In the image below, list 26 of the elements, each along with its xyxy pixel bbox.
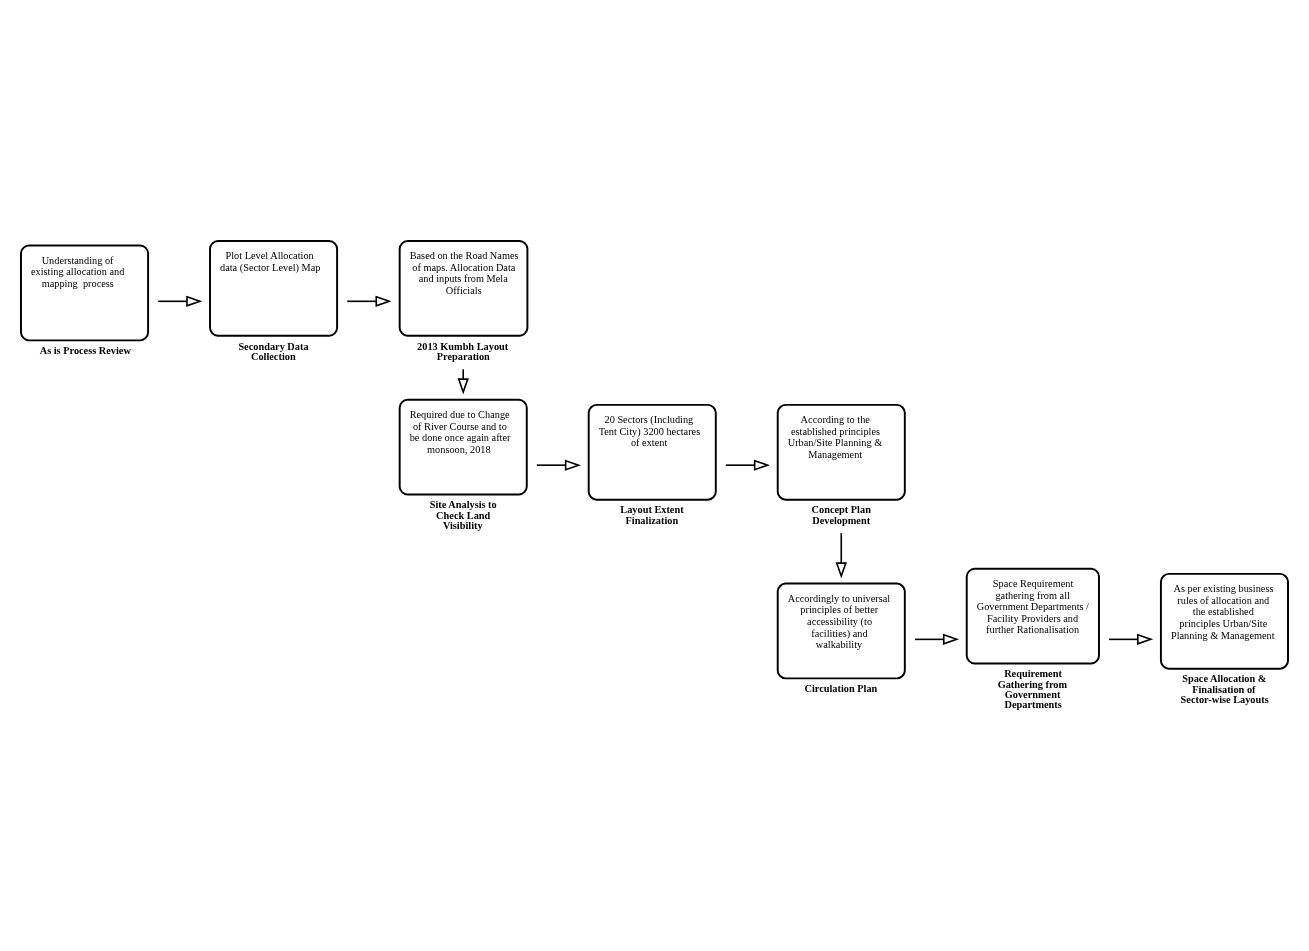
node-box: Plot Level Allocation data (Sector Level) Map — [209, 240, 339, 337]
arrow — [157, 295, 203, 307]
arrow — [725, 459, 770, 471]
node-box: Space Requirement gathering from all Government Departments / Facility Providers and further Rationalisation — [965, 567, 1100, 665]
node-box: 20 Sectors (Including Tent City) 3200 hectares of extent — [587, 403, 717, 501]
arrow — [457, 368, 469, 395]
node-label: 2013 Kumbh Layout Preparation — [417, 340, 509, 362]
arrow — [1108, 633, 1154, 645]
node-box: Based on the Road Names of maps. Allocation Data and inputs from Mela Officials — [398, 240, 529, 337]
node-box: Required due to Change of River Course and to be done once again after monsoon, 2018 — [398, 398, 528, 496]
arrow — [536, 459, 581, 471]
node-label: Site Analysis to Check Land Visibility — [429, 499, 497, 531]
arrow — [346, 295, 392, 307]
node-label: Space Allocation & Finalisation of Sector-wise Layouts — [1180, 673, 1269, 706]
node-label: Secondary Data Collection — [238, 340, 309, 362]
arrow — [914, 633, 960, 645]
arrow — [835, 532, 847, 579]
node-label: Layout Extent Finalization — [620, 504, 684, 526]
node-box: Accordingly to universal principles of better accessibility (to facilities) and walkability — [776, 582, 906, 680]
node-label: Concept Plan Development — [811, 504, 871, 526]
node-label: Circulation Plan — [804, 683, 878, 695]
node-box: According to the established principles Urban/Site Planning & Management — [776, 403, 906, 501]
node-box: As per existing business rules of allocation and the established principles Urban/Site Planning & Management — [1159, 572, 1289, 670]
node-label: As is Process Review — [39, 345, 131, 357]
node-label: Requirement Gathering from Government Departments — [997, 668, 1068, 711]
node-box: Understanding of existing allocation and mapping process — [20, 244, 150, 342]
